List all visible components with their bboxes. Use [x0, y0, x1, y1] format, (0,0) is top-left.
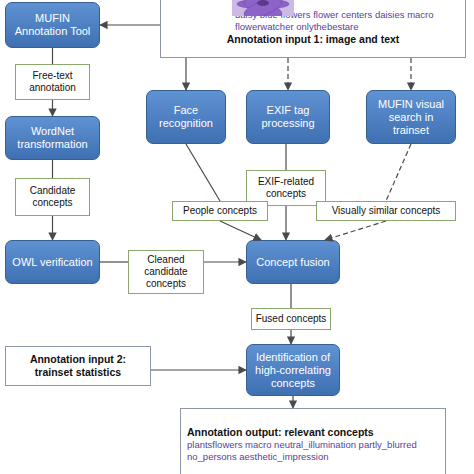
label-box: Fused concepts: [251, 308, 331, 330]
connector: [386, 144, 411, 201]
label-box: Free-text annotation: [15, 64, 90, 100]
process-box: OWL verification: [5, 240, 100, 284]
connector: [290, 330, 291, 344]
node-text: Candidate concepts: [19, 185, 86, 209]
node-text: Annotation input 1: image and text: [227, 33, 400, 46]
node-text: Cleaned candidate concepts: [132, 254, 200, 290]
node-text: Visually similar concepts: [332, 205, 441, 217]
process-box: MUFIN Annotation Tool: [5, 2, 100, 48]
connector: [287, 58, 288, 90]
connector: [52, 160, 53, 178]
label-box: Visually similar concepts: [316, 201, 456, 221]
node-text: Face recognition: [151, 104, 221, 130]
connector: [52, 48, 53, 64]
node-text: daisy blue flowers flower centers daisie…: [167, 9, 459, 33]
node-text: WordNet transformation: [10, 125, 95, 151]
connector: [285, 144, 286, 170]
connector: [325, 221, 386, 240]
connector: [220, 221, 261, 240]
node-text: Free-text annotation: [19, 70, 86, 94]
connector: [185, 58, 186, 90]
connector: [186, 144, 220, 201]
node-text: Fused concepts: [256, 313, 327, 325]
connector: [100, 261, 128, 262]
process-box: Face recognition: [146, 90, 226, 144]
flower-photo: [232, 0, 294, 16]
connector: [204, 261, 246, 262]
connector: [52, 100, 53, 116]
node-text: Annotation input 2: trainset statistics: [12, 353, 144, 379]
connector: [100, 24, 160, 25]
node-text: OWL verification: [12, 256, 92, 269]
label-box: Candidate concepts: [15, 178, 90, 216]
connector: [292, 396, 293, 408]
node-text: EXIF-related concepts: [250, 176, 322, 200]
connector: [410, 58, 411, 90]
process-box: Identification of high-correlating conce…: [246, 344, 340, 396]
connector: [151, 369, 246, 370]
label-box: People concepts: [172, 201, 268, 221]
process-box: MUFIN visual search in trainset: [366, 90, 456, 144]
input-output-box: Annotation input 2: trainset statistics: [5, 346, 151, 386]
node-text: Concept fusion: [256, 256, 329, 269]
node-text: Identification of high-correlating conce…: [251, 351, 335, 390]
process-box: Concept fusion: [246, 240, 340, 284]
node-text: MUFIN Annotation Tool: [10, 12, 95, 38]
process-box: WordNet transformation: [5, 116, 100, 160]
node-text: People concepts: [183, 205, 257, 217]
input-output-box: daisy blue flowers flower centers daisie…: [160, 0, 466, 58]
node-text: EXIF tag processing: [251, 104, 325, 130]
connector: [290, 284, 291, 308]
input-output-box: Annotation output: relevant conceptsplan…: [180, 408, 446, 474]
process-box: EXIF tag processing: [246, 90, 330, 144]
node-text: MUFIN visual search in trainset: [371, 98, 451, 137]
label-box: Cleaned candidate concepts: [128, 250, 204, 294]
node-text: Annotation output: relevant concepts: [187, 426, 439, 439]
connector: [285, 206, 286, 240]
connector: [52, 216, 53, 240]
node-text: plantsflowers macro neutral_illumination…: [187, 439, 439, 463]
